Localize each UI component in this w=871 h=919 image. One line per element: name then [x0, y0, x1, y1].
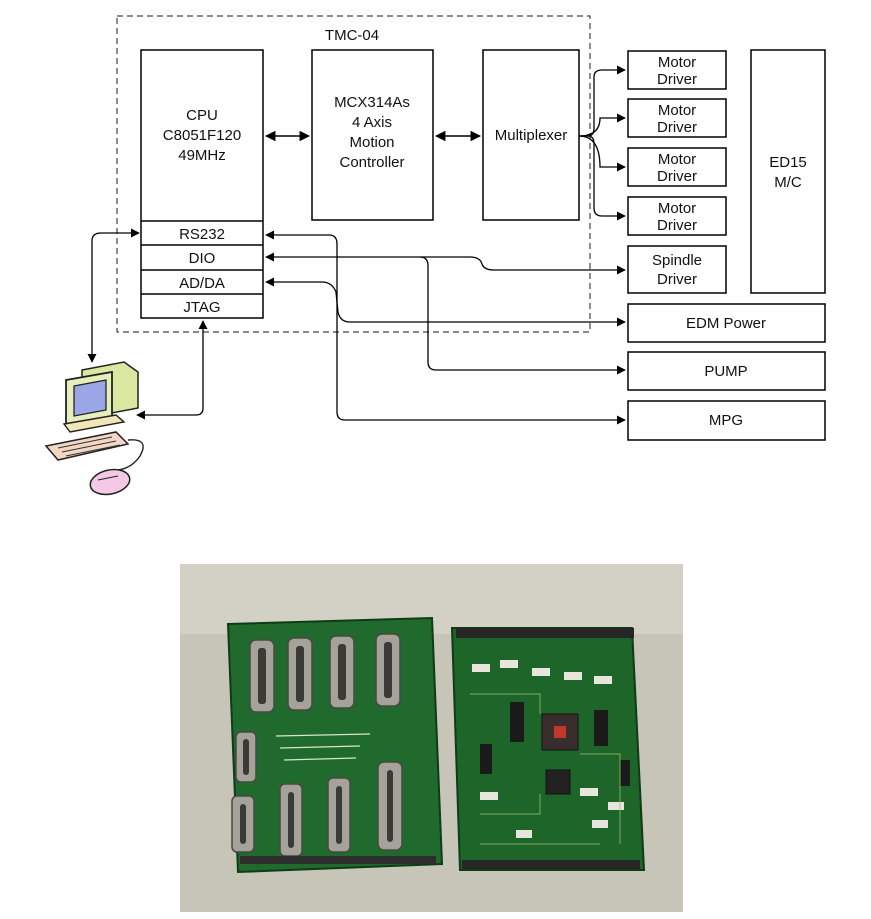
port-jtag: JTAG — [183, 299, 220, 316]
desktop-computer-icon — [44, 361, 144, 496]
motor-driver-4-line-1: Motor — [658, 200, 696, 217]
edm-power-label: EDM Power — [686, 315, 766, 332]
motion-controller-line-4: Controller — [339, 154, 404, 171]
port-rs232: RS232 — [179, 226, 225, 243]
spindle-driver-line-1: Spindle — [652, 252, 702, 269]
motion-controller-line-1: MCX314As — [334, 94, 410, 111]
motor-driver-1-line-1: Motor — [658, 54, 696, 71]
cpu-model: C8051F120 — [163, 127, 241, 144]
motion-controller-line-3: Motion — [349, 134, 394, 151]
motion-controller-block: MCX314As 4 Axis Motion Controller — [311, 49, 434, 221]
mpg-label: MPG — [709, 412, 743, 429]
ed15-machine-block: ED15 M/C — [750, 49, 826, 294]
motor-driver-2-line-2: Driver — [657, 119, 697, 136]
mpg-block: MPG — [627, 400, 826, 441]
cpu-board — [450, 627, 646, 871]
spindle-driver-block: Spindle Driver — [627, 245, 727, 294]
port-adda: AD/DA — [179, 275, 225, 292]
port-dio: DIO — [189, 250, 216, 267]
circuit-boards-photo — [180, 564, 683, 912]
mux-fanout-arrows — [578, 65, 626, 221]
connector-board — [226, 616, 444, 874]
spindle-driver-line-2: Driver — [657, 271, 697, 288]
tmc04-block-diagram: TMC-04 CPU C8051F120 49MHz RS232 DIO AD/… — [44, 15, 826, 496]
motor-driver-4-line-2: Driver — [657, 217, 697, 234]
pump-block: PUMP — [627, 351, 826, 391]
port-connection-lines — [87, 228, 626, 425]
machine-line-2: M/C — [774, 174, 802, 191]
cpu-block: CPU C8051F120 49MHz RS232 DIO AD/DA JTAG — [140, 49, 264, 319]
motor-driver-2-line-1: Motor — [658, 102, 696, 119]
cpu-clock: 49MHz — [178, 147, 226, 164]
motor-driver-2: Motor Driver — [627, 98, 727, 138]
edm-power-block: EDM Power — [627, 303, 826, 343]
multiplexer-block: Multiplexer — [482, 49, 580, 221]
motor-driver-1: Motor Driver — [627, 50, 727, 90]
cpu-label: CPU — [186, 107, 218, 124]
motor-driver-1-line-2: Driver — [657, 71, 697, 88]
motor-driver-3-line-2: Driver — [657, 168, 697, 185]
machine-line-1: ED15 — [769, 154, 807, 171]
pump-label: PUMP — [704, 363, 747, 380]
motor-driver-3-line-1: Motor — [658, 151, 696, 168]
motor-driver-3: Motor Driver — [627, 147, 727, 187]
motor-driver-4: Motor Driver — [627, 196, 727, 236]
multiplexer-label: Multiplexer — [495, 127, 568, 144]
tmc04-title: TMC-04 — [325, 27, 379, 44]
motion-controller-line-2: 4 Axis — [352, 114, 392, 131]
